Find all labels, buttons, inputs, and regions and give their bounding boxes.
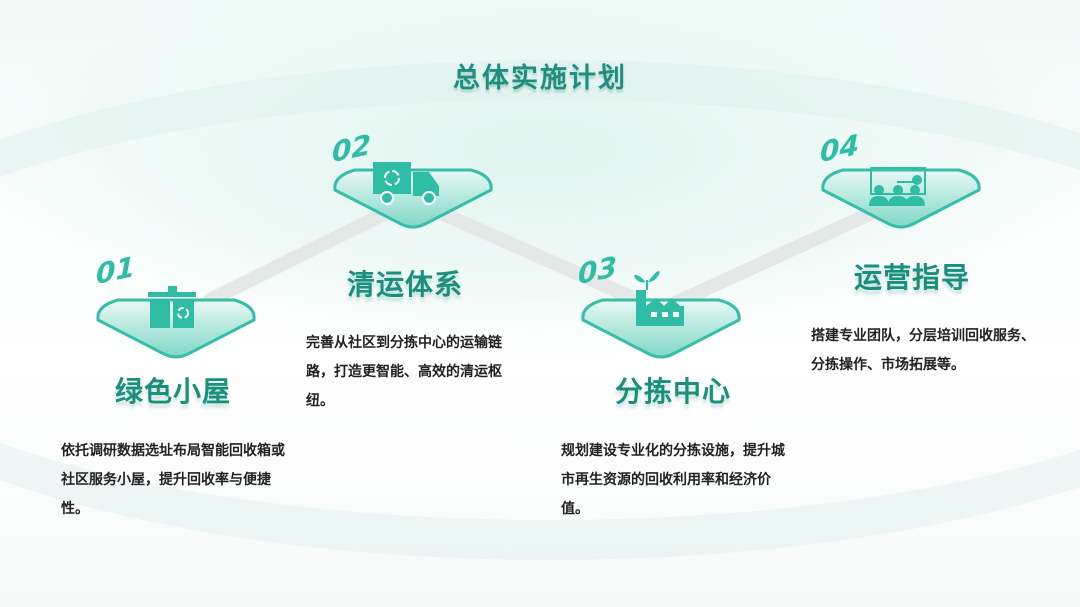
training-icon	[869, 167, 926, 206]
pedestal-3	[581, 298, 741, 359]
step-desc-4: 搭建专业团队，分层培训回收服务、分拣操作、市场拓展等。	[811, 328, 1035, 373]
page-title: 总体实施计划	[453, 63, 627, 94]
step-desc-1: 依托调研数据选址布局智能回收箱或社区服务小屋，提升回收率与便捷性。	[61, 443, 285, 517]
step-title-3: 分拣中心	[614, 375, 731, 408]
green-factory-icon	[634, 271, 684, 326]
recycle-bin-icon	[148, 286, 196, 328]
step-desc-2: 完善从社区到分拣中心的运输链路，打造更智能、高效的清运枢纽。	[306, 335, 502, 409]
step-title-2: 清运体系	[346, 268, 463, 301]
recycle-truck-icon	[373, 162, 439, 205]
step-title-1: 绿色小屋	[114, 375, 231, 408]
pedestal-1	[96, 298, 256, 359]
step-title-4: 运营指导	[853, 261, 970, 294]
step-desc-3: 规划建设专业化的分拣设施，提升城市再生资源的回收利用率和经济价值。	[561, 443, 785, 517]
